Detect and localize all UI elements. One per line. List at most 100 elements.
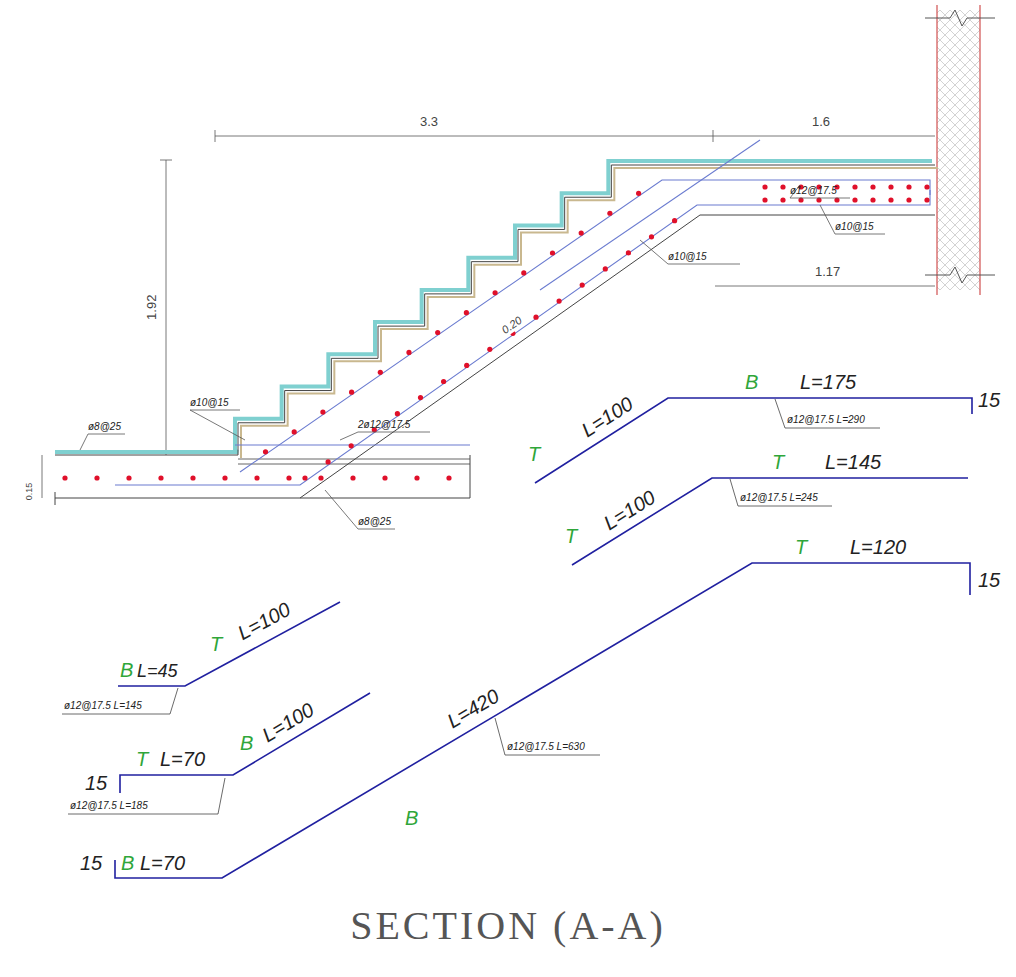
callout-leaders: [62, 399, 880, 814]
rebar-dot: [906, 184, 911, 189]
rebar-dot: [780, 197, 785, 202]
rebar-dot: [626, 250, 631, 255]
rebar-dot: [924, 184, 929, 189]
rebar-dot: [302, 475, 307, 480]
rebar-dot: [888, 197, 893, 202]
rebar-dot: [286, 475, 291, 480]
rebar-dot: [158, 475, 163, 480]
rebar-dot: [550, 250, 555, 255]
dimension-label: 1.17: [815, 265, 840, 280]
rebar-dot: [870, 197, 875, 202]
rebar-dot: [636, 191, 641, 196]
rebar-callout: ø8@25: [358, 516, 391, 528]
bar-position-letter: B: [405, 807, 418, 830]
rebar-dot: [487, 347, 492, 352]
rebar-dot: [924, 197, 929, 202]
rebar-dot: [441, 379, 446, 384]
rebar-dot: [263, 449, 268, 454]
rebar-dot: [672, 218, 677, 223]
bar-position-letter: T: [528, 443, 540, 466]
bar-position-letter: B: [240, 732, 253, 755]
rebar-dot: [349, 390, 354, 395]
rebar-dot: [254, 475, 259, 480]
rebar-callout: ø10@15: [190, 397, 229, 409]
bar-position-letter: T: [795, 536, 807, 559]
rebar-dot: [418, 395, 423, 400]
bar-length: L=70: [160, 748, 205, 771]
rebar-callout: ø12@17.5 L=245: [740, 492, 818, 504]
rebar-dot: [406, 350, 411, 355]
dimension-lines: [42, 130, 935, 498]
rebar-dot: [888, 184, 893, 189]
rebar-dot: [94, 475, 99, 480]
rebar-dot: [435, 330, 440, 335]
rebar-dot: [126, 475, 131, 480]
rebar-dot: [350, 475, 355, 480]
rebar-dot: [349, 443, 354, 448]
rebar-dot: [603, 266, 608, 271]
rebar-callout: ø12@17.5 L=145: [64, 700, 142, 712]
rebar-dot: [780, 184, 785, 189]
rebar-dot: [292, 429, 297, 434]
rebar-dot: [533, 315, 538, 320]
rebar-callout: ø8@25: [88, 421, 121, 433]
bar-length: L=100: [578, 392, 638, 442]
rebar-dot: [395, 411, 400, 416]
section-caption: SECTION (A-A): [0, 902, 1016, 949]
rebar-dot: [852, 184, 857, 189]
hook-length: 15: [978, 569, 1000, 592]
rebar-callout: ø12@17.5: [790, 185, 837, 197]
dimension-label: 3.3: [420, 115, 438, 130]
rebar-dot: [521, 270, 526, 275]
rebar-callout: ø10@15: [668, 251, 707, 263]
bar-shapes: [115, 398, 972, 878]
hook-length: 15: [978, 389, 1000, 412]
bar-position-letter: T: [565, 525, 577, 548]
bar-position-letter: T: [136, 748, 148, 771]
rebar-dot: [649, 234, 654, 239]
rebar-dot: [870, 184, 875, 189]
rebar-dot: [607, 211, 612, 216]
rebar-dot: [464, 310, 469, 315]
rebar-dot: [464, 363, 469, 368]
rebar-dot: [382, 475, 387, 480]
bar-length: L=100: [258, 698, 318, 747]
bar-length: L=145: [825, 451, 881, 474]
dimension-label: 1.92: [145, 295, 160, 320]
rebar-dot: [580, 282, 585, 287]
rebar-dot: [414, 475, 419, 480]
rebar-dot: [62, 475, 67, 480]
wall: [925, 5, 995, 295]
dimension-label: 1.6: [812, 115, 830, 130]
bar-length: L=45: [137, 661, 178, 682]
bar-position-letter: B: [120, 659, 133, 682]
rebar-dot: [320, 409, 325, 414]
rebar-callout: ø10@15: [835, 221, 874, 233]
rebar-dot: [493, 290, 498, 295]
dimension-label: 0.15: [24, 482, 34, 500]
rebar-callout: ø12@17.5 L=290: [787, 414, 865, 426]
rebar-dot: [222, 475, 227, 480]
bar-length: L=420: [443, 685, 503, 733]
bar-position-letter: B: [121, 852, 134, 875]
rebar-dot: [190, 475, 195, 480]
rebar-dot: [579, 231, 584, 236]
rebar-callout: 2ø12@17.5: [358, 419, 410, 431]
rebar-dot: [762, 184, 767, 189]
rebar-dot: [852, 197, 857, 202]
bar-length: L=70: [140, 852, 185, 875]
rebar-callout: ø12@17.5 L=185: [70, 800, 148, 812]
rebar-dot: [446, 475, 451, 480]
rebar-dot: [326, 459, 331, 464]
hook-length: 15: [85, 772, 107, 795]
rebar-lines: [115, 140, 930, 485]
bar-position-letter: T: [772, 451, 784, 474]
bar-length: L=175: [800, 371, 856, 394]
rebar-dot: [906, 197, 911, 202]
concrete-outline: [55, 161, 938, 505]
rebar-dot: [762, 197, 767, 202]
bar-position-letter: B: [745, 371, 758, 394]
bar-length: L=100: [600, 486, 660, 535]
bar-length: L=120: [850, 536, 906, 559]
